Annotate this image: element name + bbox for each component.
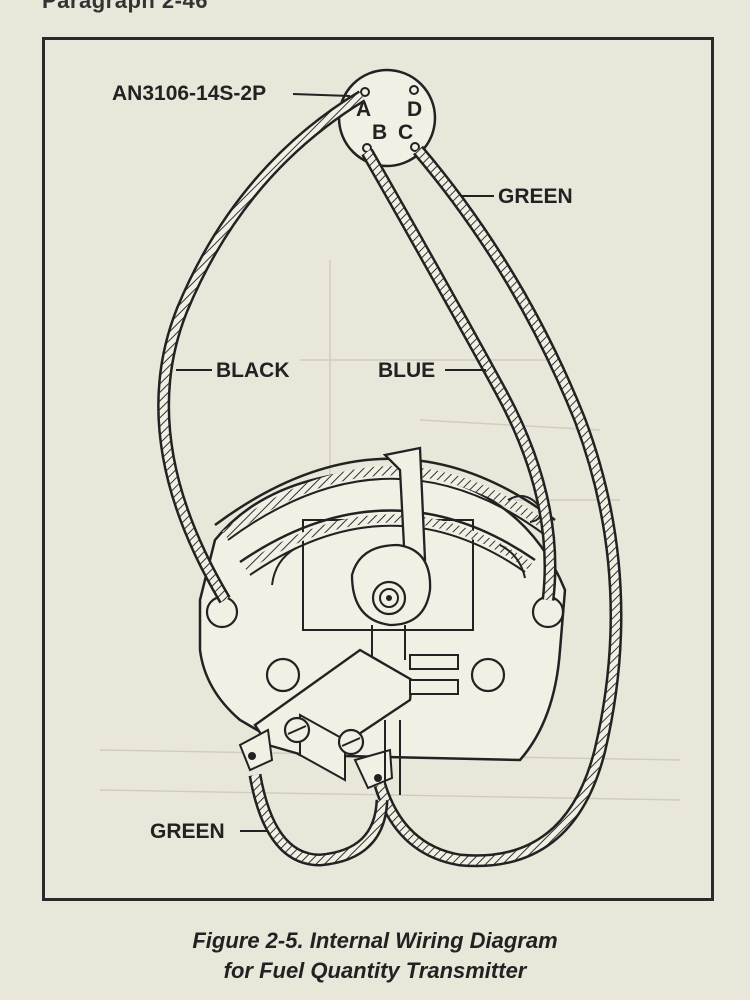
pin-d-contact [409,85,419,95]
part-number-leader [292,93,351,97]
pin-c-label: C [398,121,413,144]
pin-a-contact [360,87,370,97]
mounting-hole-lower-right [470,657,506,693]
mounting-hole-lower-left [265,657,301,693]
green-label-top: GREEN [498,185,573,208]
green-wire-bottom [248,773,389,867]
pin-b-label: B [372,121,387,144]
black-wire [157,90,366,604]
mounting-hole-right [531,595,565,629]
page-header: Paragraph 2-46 [42,0,208,13]
connector-part-number: AN3106-14S-2P [112,82,266,105]
figure-frame [42,37,714,901]
terminal-block [238,648,459,795]
green-label-bottom: GREEN [150,820,225,843]
black-label: BLACK [216,359,290,382]
connector: A B C D [337,68,437,168]
pin-c-contact [410,142,420,152]
figure-caption-line1: Figure 2-5. Internal Wiring Diagram [192,928,558,953]
figure-caption-line2: for Fuel Quantity Transmitter [223,958,527,983]
pin-d-label: D [407,98,422,121]
wiper-arm [350,446,432,660]
blue-label: BLUE [378,359,435,382]
blue-wire [361,148,557,601]
green-wire-top [373,145,623,868]
